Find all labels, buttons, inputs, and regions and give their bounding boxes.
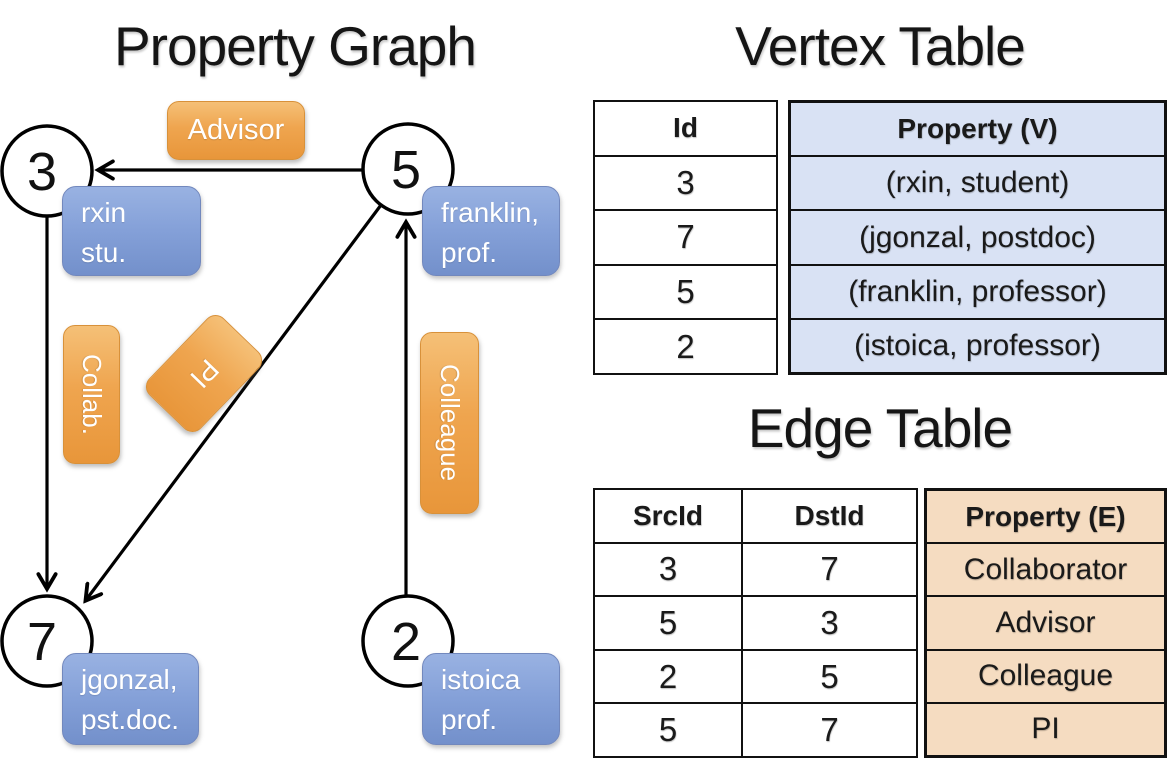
table-row: (rxin, student): [791, 155, 1164, 209]
table-row: (franklin, professor): [791, 263, 1164, 318]
table-row: 3: [595, 154, 776, 210]
edge-label-collab-text: Collab.: [77, 354, 107, 435]
edge-property-cell: PI: [1031, 712, 1060, 746]
edge-property-cell: Collaborator: [963, 552, 1128, 586]
vertex-7-property-line2: pst.doc.: [81, 704, 180, 735]
edge-dstid-header: DstId: [794, 499, 865, 531]
edge-label-pi-text: PI: [184, 353, 225, 395]
vertex-id-cell: 7: [676, 218, 695, 256]
vertex-7-property-line1: jgonzal,: [81, 664, 178, 695]
vertex-5-property-box: franklin, prof.: [422, 186, 560, 276]
vertex-id-cell: 3: [676, 163, 695, 201]
table-row: (istoica, professor): [791, 317, 1164, 372]
vertex-3-id: 3: [26, 142, 58, 202]
edge-srcid-cell: 5: [595, 597, 743, 649]
vertex-table-id-column: Id 3 7 5 2: [593, 100, 778, 375]
table-row: 5: [595, 263, 776, 319]
vertex-2-id: 2: [390, 612, 422, 672]
table-row: (jgonzal, postdoc): [791, 209, 1164, 263]
edge-srcid-header: SrcId: [595, 490, 743, 542]
vertex-3-property-box: rxin stu.: [62, 186, 201, 276]
vertex-id-cell: 2: [676, 327, 695, 365]
vertex-table-title: Vertex Table: [735, 15, 1026, 77]
edge-label-advisor: Advisor: [167, 101, 305, 160]
table-row: Colleague: [927, 648, 1164, 702]
table-row: Property (V): [791, 103, 1164, 155]
edge-property-cell: Colleague: [977, 659, 1114, 693]
table-row: 3 7: [595, 541, 916, 596]
vertex-5-property-line2: prof.: [441, 237, 498, 268]
vertex-property-cell: (rxin, student): [885, 166, 1070, 200]
vertex-table-property-column: Property (V) (rxin, student) (jgonzal, p…: [788, 100, 1167, 375]
table-row: 5 3: [595, 595, 916, 649]
edge-dstid-cell: 7: [820, 550, 839, 588]
table-row: 7: [595, 209, 776, 264]
table-row: Id: [595, 102, 776, 155]
vertex-2-property-line2: prof.: [441, 704, 498, 735]
edge-srcid-cell: 3: [595, 543, 743, 596]
edge-srcid-cell: 2: [595, 650, 743, 703]
edge-5-to-7-arrow: [86, 204, 383, 600]
vertex-7-id: 7: [26, 612, 58, 672]
vertex-2-property-box: istoica prof.: [422, 653, 560, 745]
edge-label-colleague: Colleague: [420, 332, 479, 514]
edge-table-title: Edge Table: [747, 397, 1013, 459]
edge-property-header: Property (E): [965, 500, 1126, 532]
table-row: SrcId DstId: [595, 490, 916, 542]
vertex-5-property-line1: franklin,: [441, 197, 540, 228]
vertex-2-property-line1: istoica: [441, 664, 521, 695]
table-row: Advisor: [927, 595, 1164, 648]
table-row: Collaborator: [927, 542, 1164, 595]
edge-dstid-cell: 7: [820, 711, 839, 749]
table-row: 5 7: [595, 702, 916, 756]
table-row: 2 5: [595, 648, 916, 703]
vertex-property-header: Property (V): [897, 113, 1058, 145]
property-graph-title: Property Graph: [113, 15, 477, 77]
vertex-id-cell: 5: [676, 273, 695, 311]
edge-property-cell: Advisor: [995, 606, 1096, 639]
vertex-5-id: 5: [390, 140, 422, 200]
vertex-id-header: Id: [673, 112, 698, 144]
vertex-property-cell: (istoica, professor): [854, 328, 1101, 362]
edge-table-id-columns: SrcId DstId 3 7 5 3 2 5 5 7: [593, 488, 918, 758]
edge-label-collab: Collab.: [63, 325, 120, 464]
edge-dstid-cell: 3: [820, 603, 839, 641]
vertex-3-property-line1: rxin: [81, 197, 127, 228]
vertex-property-cell: (jgonzal, postdoc): [859, 220, 1096, 254]
edge-label-colleague-text: Colleague: [435, 364, 465, 482]
vertex-3-property-line2: stu.: [81, 237, 127, 268]
table-row: PI: [927, 701, 1164, 755]
vertex-property-cell: (franklin, professor): [848, 274, 1107, 308]
table-row: 2: [595, 318, 776, 373]
edge-label-advisor-text: Advisor: [187, 114, 285, 146]
edge-srcid-cell: 5: [595, 704, 743, 756]
edge-table-property-column: Property (E) Collaborator Advisor Collea…: [924, 488, 1167, 758]
vertex-7-property-box: jgonzal, pst.doc.: [62, 653, 199, 745]
edge-dstid-cell: 5: [820, 657, 839, 695]
table-row: Property (E): [927, 491, 1164, 542]
